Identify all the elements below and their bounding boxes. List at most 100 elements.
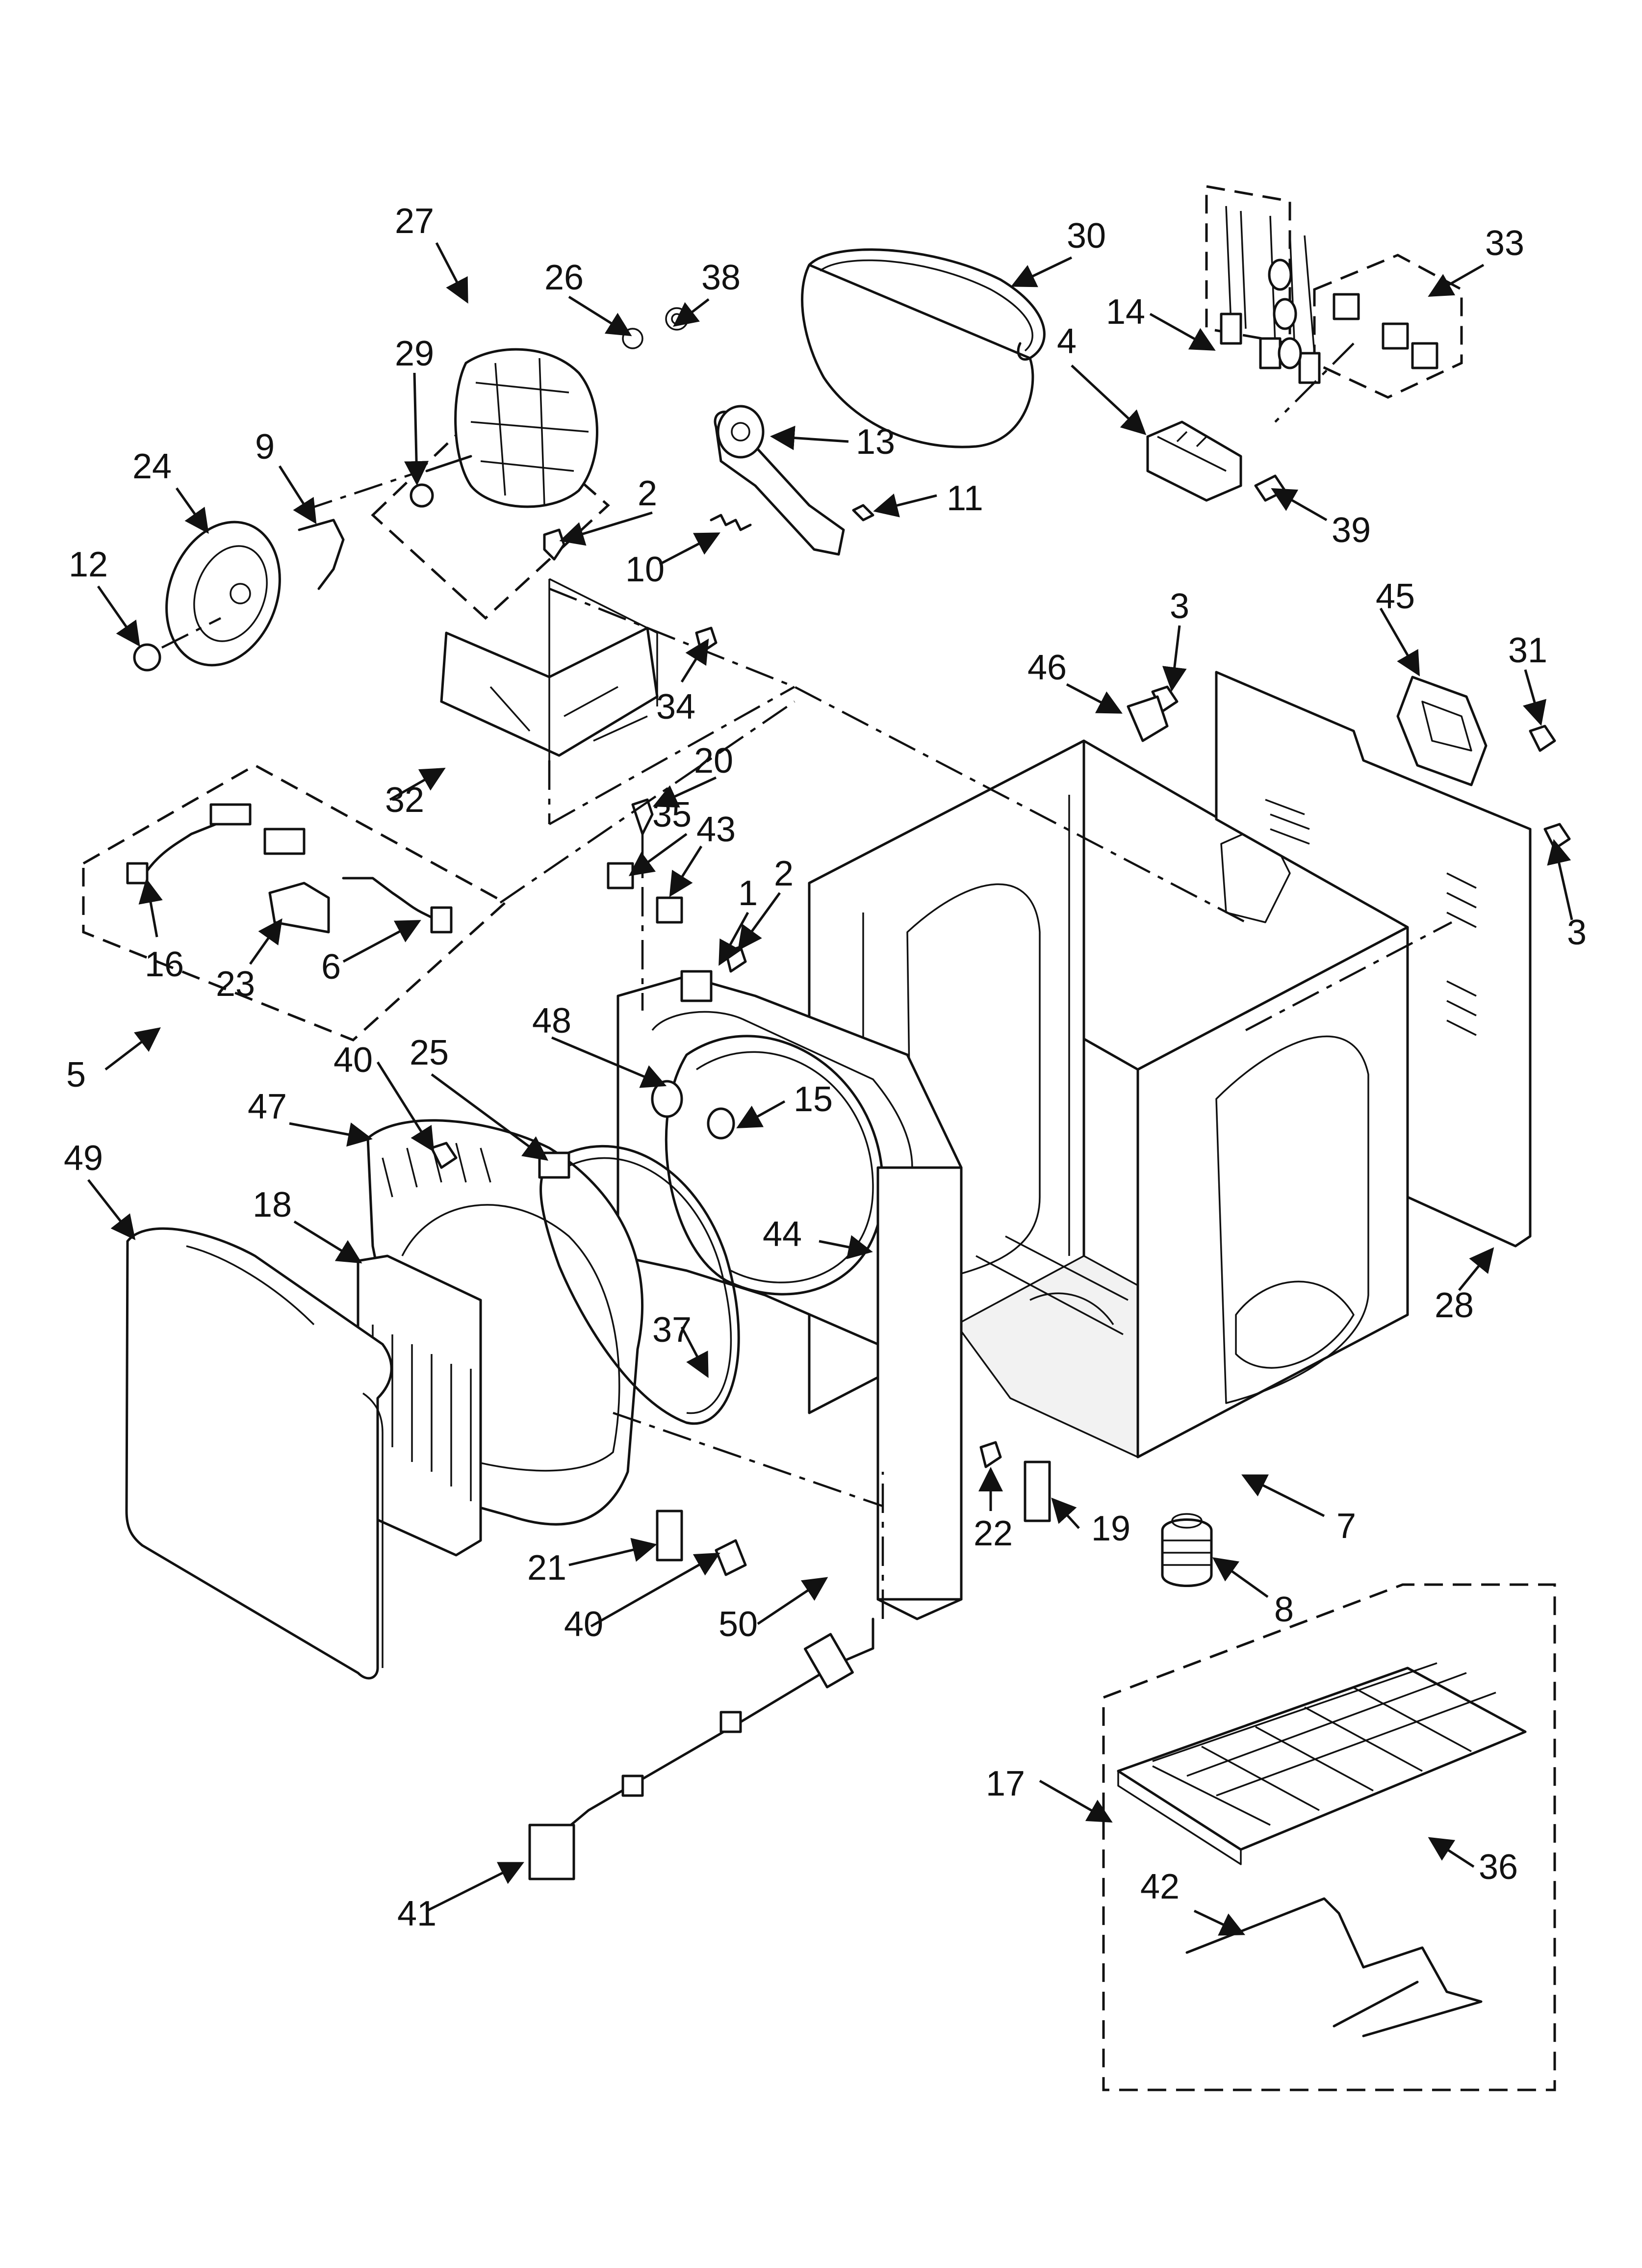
valve-group-box <box>1205 185 1291 345</box>
motor-assembly <box>410 307 689 765</box>
callout-leader-arrow <box>551 1036 667 1088</box>
coil-terminal-3 <box>1298 352 1321 384</box>
clip-43 <box>656 896 683 924</box>
callout-leader-arrow <box>873 494 937 518</box>
callout-38: 38 <box>701 258 741 297</box>
callout-leader-arrow <box>278 465 317 524</box>
callout-3: 3 <box>1170 587 1189 626</box>
callout-4: 4 <box>1057 322 1077 361</box>
callout-14: 14 <box>1106 292 1145 332</box>
callout-12: 12 <box>69 545 108 584</box>
idler-pulley-13 <box>717 405 765 459</box>
callout-5: 5 <box>66 1055 86 1095</box>
callout-leader-arrow <box>1010 256 1073 287</box>
callout-40: 40 <box>564 1605 603 1644</box>
callout-25: 25 <box>410 1033 449 1072</box>
bearing-48 <box>651 1080 683 1118</box>
drum-gasket-inner <box>556 1157 732 1414</box>
bracket-19 <box>1024 1460 1051 1522</box>
callout-leader-arrow <box>1051 1497 1080 1529</box>
callout-32: 32 <box>385 781 424 820</box>
rack-front-edge <box>1117 1770 1242 1865</box>
callout-10: 10 <box>625 550 665 589</box>
screw-40b <box>715 1539 747 1576</box>
callout-37: 37 <box>652 1310 692 1350</box>
callout-leader-arrow <box>1193 1909 1246 1936</box>
motor-shaft <box>425 455 472 472</box>
drive-belt-30 <box>801 248 1046 448</box>
front-frame-pillar <box>876 1166 963 1601</box>
callout-26: 26 <box>544 258 584 297</box>
motor-27 <box>454 348 598 508</box>
power-cord-plug <box>528 1824 575 1880</box>
callout-leader-arrow <box>1162 625 1187 692</box>
callout-leader-arrow <box>628 833 688 876</box>
right-wall-hole <box>1235 1280 1355 1369</box>
callout-7: 7 <box>1336 1507 1356 1546</box>
hex-nut-12 <box>133 643 161 672</box>
callout-6: 6 <box>321 947 341 987</box>
callout-leader-arrow <box>680 638 709 683</box>
nozzle-set <box>1333 293 1438 369</box>
callout-leader-arrow <box>389 768 446 801</box>
callout-leader-arrow <box>1379 607 1420 677</box>
bulkhead-opening <box>401 1204 620 1472</box>
front-panel-49 <box>125 1227 393 1680</box>
door-seal-inner <box>696 1051 874 1283</box>
bulkhead-ribs <box>382 1143 491 1198</box>
callout-leader-arrow <box>289 1122 373 1147</box>
callout-21: 21 <box>527 1548 566 1588</box>
clip-35 <box>607 862 634 889</box>
callout-20: 20 <box>694 741 733 781</box>
callout-42: 42 <box>1140 1867 1180 1906</box>
valve-section <box>1146 206 1438 502</box>
callout-1: 1 <box>738 874 758 913</box>
callout-31: 31 <box>1508 631 1547 670</box>
callout-39: 39 <box>1332 511 1371 550</box>
bracket-alignment-line <box>548 686 795 825</box>
callout-36: 36 <box>1479 1848 1518 1887</box>
front-frame <box>616 975 963 1620</box>
alignment-lines <box>161 342 1453 1619</box>
rear-panel-28 <box>1215 671 1532 1248</box>
power-cord-41 <box>558 1617 874 1836</box>
callout-leader-arrow <box>568 1538 657 1566</box>
drum-gasket-37 <box>539 1145 740 1425</box>
callout-50: 50 <box>718 1605 758 1644</box>
callout-leader-arrow <box>1241 1474 1325 1517</box>
callout-13: 13 <box>856 422 895 462</box>
blower-pulley-inner <box>193 545 268 642</box>
light-15 <box>707 1107 735 1140</box>
pulley-nut-29 <box>410 483 434 508</box>
rack-support-42 <box>1185 1897 1483 2037</box>
power-cord <box>528 1617 874 1880</box>
callout-leader-arrow <box>568 295 632 337</box>
callout-9: 9 <box>255 427 275 467</box>
motor-alignment-line <box>304 469 422 512</box>
callout-leader-arrow <box>1039 1779 1113 1823</box>
nozzle-1 <box>1333 293 1360 320</box>
callout-leader-arrow <box>1547 839 1573 920</box>
screw-3b <box>1543 823 1571 850</box>
screw-39 <box>1254 474 1286 502</box>
callout-44: 44 <box>763 1215 802 1254</box>
front-panel-edge <box>362 1392 384 1668</box>
callout-leader-arrow <box>559 511 653 546</box>
right-wall-panel <box>1215 1035 1369 1404</box>
coil-terminal-1 <box>1220 313 1242 345</box>
blower-pulley-hub <box>230 583 251 604</box>
callout-22: 22 <box>974 1514 1013 1553</box>
callout-leader-arrow <box>718 912 749 966</box>
callout-leader-arrow <box>87 1179 136 1240</box>
callout-15: 15 <box>794 1080 833 1119</box>
callout-24: 24 <box>132 447 172 486</box>
callout-2: 2 <box>638 474 657 513</box>
callout-49: 49 <box>64 1139 103 1178</box>
callout-23: 23 <box>216 965 255 1004</box>
callout-leader-arrow <box>659 532 720 566</box>
callout-labels: 1 2 2 3 3 4 5 6 7 8 9 10 11 12 13 14 15 … <box>64 202 1587 1933</box>
callout-leader-arrow <box>1522 669 1547 726</box>
callout-30: 30 <box>1067 216 1106 256</box>
callout-33: 33 <box>1485 224 1524 263</box>
leveling-leg-top <box>1171 1513 1203 1529</box>
